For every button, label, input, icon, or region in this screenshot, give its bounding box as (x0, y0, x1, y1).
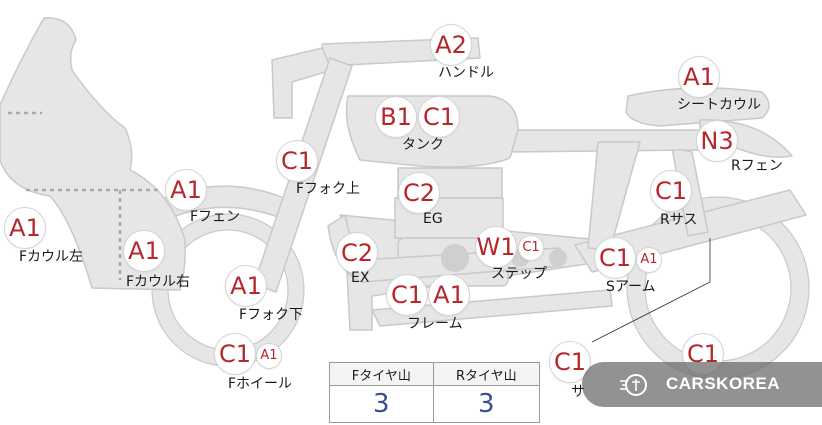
tank-code-b1[interactable]: B1 (375, 96, 417, 138)
f-fork-lower-code-a1[interactable]: A1 (225, 265, 267, 307)
tank-label: タンク (402, 137, 444, 153)
handle-label: ハンドル (438, 65, 494, 81)
silencer-label: サ (571, 384, 585, 400)
tire-tread-table: Fタイヤ山 Rタイヤ山 3 3 (329, 362, 541, 423)
handle-code-a2[interactable]: A2 (430, 24, 472, 66)
f-fork-upper-label: Fフォク上 (296, 181, 361, 197)
f-tire-header: Fタイヤ山 (329, 362, 434, 386)
r-suspension-label: Rサス (660, 212, 698, 228)
r-tire-value: 3 (432, 385, 541, 423)
r-tire-header: Rタイヤ山 (432, 362, 541, 386)
f-fork-lower-label: Fフォク下 (239, 307, 304, 323)
exhaust-code-c2[interactable]: C2 (336, 232, 378, 274)
exhaust-label: EX (351, 270, 370, 286)
r-suspension-code-c1[interactable]: C1 (650, 170, 692, 212)
f-wheel-label: Fホイール (228, 376, 293, 392)
f-cowl-left-label: Fカウル左 (19, 249, 84, 265)
swing-arm-code-a1[interactable]: A1 (636, 247, 662, 273)
f-fender-code-a1[interactable]: A1 (165, 169, 207, 211)
swing-arm-code-c1[interactable]: C1 (594, 237, 636, 279)
silencer-code-c1[interactable]: C1 (549, 341, 591, 383)
f-tire-value: 3 (329, 385, 434, 423)
f-cowl-right-label: Fカウル右 (126, 274, 191, 290)
engine-code-c2[interactable]: C2 (398, 172, 440, 214)
f-cowl-right-code-a1[interactable]: A1 (123, 230, 165, 272)
seat-cowl-label: シートカウル (677, 97, 761, 113)
step-label: ステップ (491, 266, 547, 282)
carskorea-logo-icon (620, 374, 647, 396)
engine-label: EG (423, 211, 443, 227)
r-fender-code-n3[interactable]: N3 (696, 120, 738, 162)
f-fender-label: Fフェン (190, 209, 241, 225)
tank-code-c1[interactable]: C1 (418, 96, 460, 138)
frame-code-a1[interactable]: A1 (428, 274, 470, 316)
frame-label: フレーム (407, 316, 463, 332)
r-fender-label: Rフェン (731, 158, 783, 174)
step-code-c1[interactable]: C1 (518, 235, 544, 261)
step-code-w1[interactable]: W1 (475, 226, 517, 268)
brand-name: CARSKOREA (666, 374, 781, 393)
f-cowl-left-code-a1[interactable]: A1 (4, 207, 46, 249)
f-wheel-code-a1[interactable]: A1 (256, 343, 282, 369)
brand-watermark: CARSKOREA (582, 362, 822, 407)
seat-cowl-code-a1[interactable]: A1 (678, 56, 720, 98)
f-wheel-code-c1[interactable]: C1 (214, 333, 256, 375)
swing-arm-label: Sアーム (606, 279, 656, 295)
frame-code-c1[interactable]: C1 (386, 274, 428, 316)
f-fork-upper-code-c1[interactable]: C1 (276, 140, 318, 182)
